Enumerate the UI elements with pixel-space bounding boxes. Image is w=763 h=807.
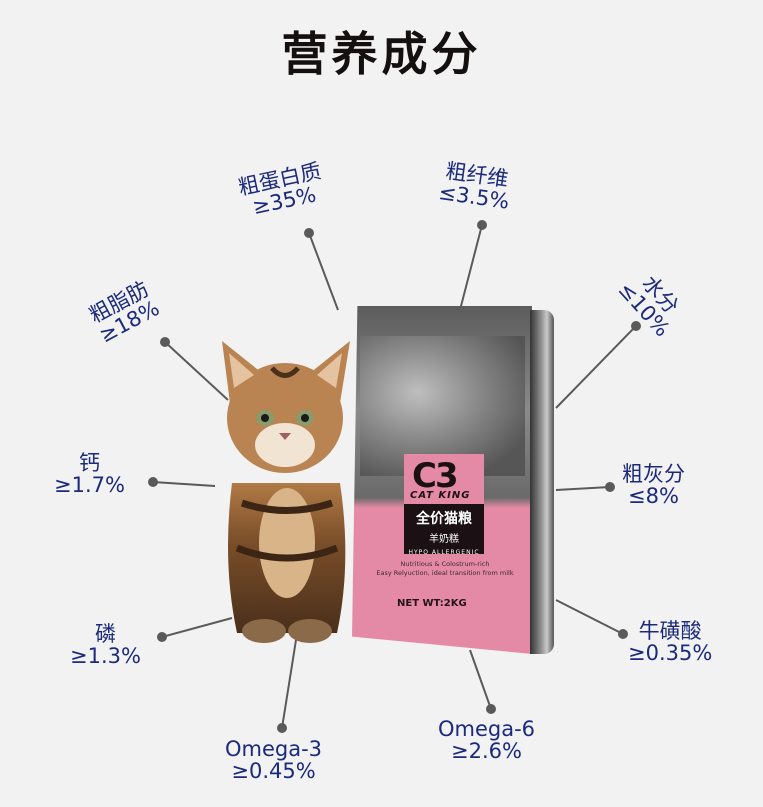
nutrient-label-omega-3: Omega-3 ≥0.45% <box>225 738 322 782</box>
net-weight: NET WT:2KG <box>397 598 467 609</box>
nutrient-name: 粗灰分 <box>622 462 685 486</box>
kitten-photo <box>360 336 525 476</box>
description-line-1: Nutritious & Colostrum-rich <box>400 560 490 568</box>
nutrient-name: Omega-3 <box>225 737 323 761</box>
nutrient-label-crude-ash: 粗灰分 ≤8% <box>622 463 685 507</box>
nutrient-label-taurine: 牛磺酸 ≥0.35% <box>628 620 712 664</box>
nutrient-value: ≥1.3% <box>70 644 141 669</box>
product-tag: HYPO ALLERGENIC <box>408 549 480 556</box>
product-name: 全价猫粮 <box>416 511 472 527</box>
nutrient-name: 磷 <box>94 622 116 646</box>
nutrient-value: ≥1.7% <box>54 473 125 498</box>
nutrient-name: Omega-6 <box>438 717 536 741</box>
nutrient-value: ≥0.35% <box>628 641 713 666</box>
product-subtitle: 羊奶糕 <box>429 534 459 545</box>
brand-logo: C3 <box>412 456 459 496</box>
nutrient-value: ≥2.6% <box>451 739 522 764</box>
nutrient-name: 牛磺酸 <box>638 619 702 643</box>
nutrient-name: 钙 <box>78 451 100 475</box>
nutrient-label-phosphorus: 磷 ≥1.3% <box>70 623 141 667</box>
cat-food-bag-image: C3 CAT KING 全价猫粮 羊奶糕 HYPO ALLERGENIC Nut… <box>352 306 554 656</box>
bag-side <box>530 310 554 654</box>
nutrient-label-calcium: 钙 ≥1.7% <box>54 452 125 496</box>
nutrient-value: ≤8% <box>628 484 679 509</box>
description-line-2: Easy Relyuction, ideal transition from m… <box>376 569 514 578</box>
brand-name: CAT KING <box>410 490 471 501</box>
nutrient-value: ≥0.45% <box>231 759 316 784</box>
kitten-image <box>222 341 350 643</box>
nutrient-label-omega-6: Omega-6 ≥2.6% <box>438 718 535 762</box>
nutrient-label-crude-fiber: 粗纤维 ≤3.5% <box>437 159 513 214</box>
page-title: 营养成分 <box>281 27 482 81</box>
product-description: Nutritious & Colostrum-rich Easy Relyuct… <box>360 560 530 578</box>
brand-logo-block: C3 CAT KING <box>404 454 484 504</box>
product-name-block: 全价猫粮 羊奶糕 HYPO ALLERGENIC <box>404 504 484 556</box>
